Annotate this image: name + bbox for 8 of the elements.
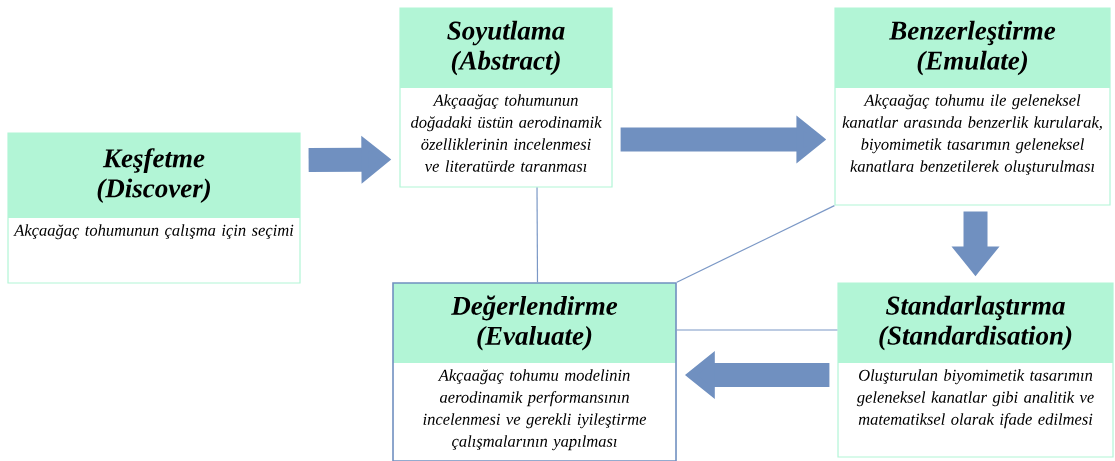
process-box: Değerlendirme (Evaluate) Akçaağaç tohumu modelinin aerodinamik performansının incelenmesi ve gerekli iyileştirme çalışmalarının yapılması — [392, 282, 677, 461]
process-box: Keşfetme (Discover) Akçaağaç tohumunun çalışma için seçimi — [7, 132, 301, 284]
connector-line — [676, 329, 838, 331]
process-box: Soyutlama (Abstract) Akçaağaç tohumunun doğadaki üstün aerodinamik özelliklerinin incelenmesi ve literatürde taranması — [399, 7, 613, 188]
connector-line — [536, 187, 539, 283]
process-box: Standarlaştırma (Standardisation) Oluşturulan biyomimetik tasarımın geleneksel kanatlar gibi analitik ve matematiksel olarak ifade edilmesi — [837, 282, 1114, 458]
process-box: Benzerleştirme (Emulate) Akçaağaç tohumu ile geleneksel kanatlar arasında benzerlik kurularak, biyomimetik tasarımın geleneksel kanatlara benzetilerek oluşturulması — [834, 7, 1111, 206]
connector-line — [676, 205, 835, 283]
